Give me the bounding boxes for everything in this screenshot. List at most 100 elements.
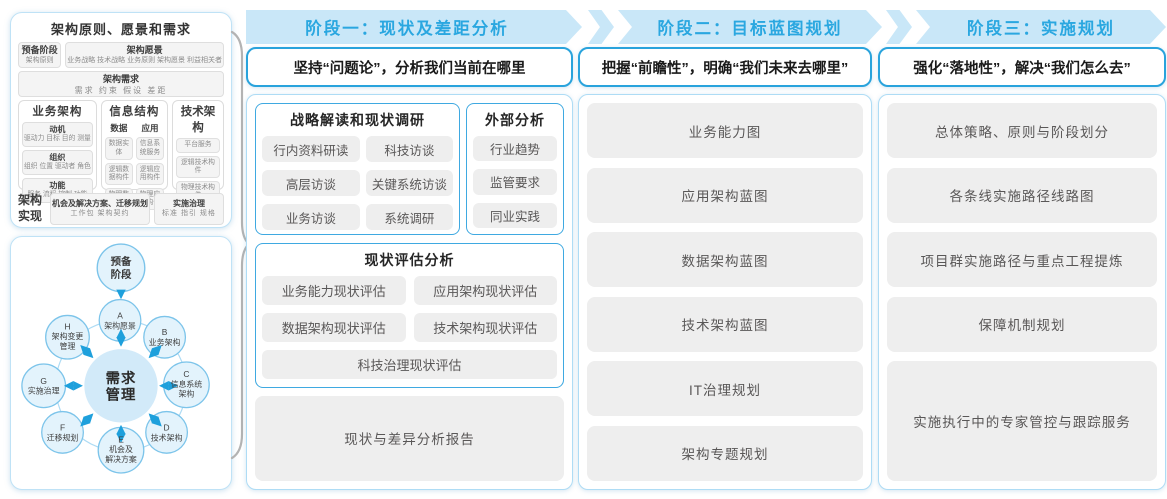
node-b-label: 业务架构 — [149, 337, 181, 347]
opportunity-migration-box: 机会及解决方案、迁移规划 工作包 架构契约 — [50, 193, 150, 225]
arch-requirement-box: 架构需求 需求 约束 假设 差距 — [18, 71, 224, 98]
phase2-slogan: 把握“前瞻性”，明确“我们未来去哪里” — [578, 47, 872, 87]
motivation-box: 动机 驱动力 目标 目的 测量 — [22, 122, 93, 148]
phase2-band: 阶段二：目标蓝图规划 — [618, 10, 882, 44]
implementation-governance-box: 实施治理 标准 指引 规格 — [154, 193, 224, 225]
node-e-label: 机会及 — [109, 444, 133, 454]
node-f-letter: F — [60, 422, 65, 432]
deliverable-chip: 架构专题规划 — [587, 425, 863, 481]
application-item: 逻辑应用构件 — [135, 162, 164, 185]
frame-title: 架构原则、愿景和需求 — [50, 22, 191, 37]
node-g-letter: G — [40, 376, 47, 386]
assessment-chip: 业务能力现状评估 — [262, 276, 406, 305]
gap-analysis-report-chip: 现状与差异分析报告 — [255, 395, 564, 481]
arch-requirement-sub: 需求 约束 假设 差距 — [74, 85, 168, 95]
arch-requirement-title: 架构需求 — [102, 74, 139, 85]
information-structure-section: 信息结构 数据 数据实体 逻辑数据构件 物理数据构件 应用 信息系统服务 逻辑应… — [100, 100, 168, 211]
center-node-label: 需求 — [106, 369, 137, 387]
chevron-separator-icon — [588, 10, 614, 44]
research-chip: 行内资料研读 — [262, 136, 360, 162]
technical-architecture-title: 技术架构 — [180, 106, 216, 135]
node-c-letter: C — [183, 369, 189, 379]
assessment-chip: 科技治理现状评估 — [262, 350, 557, 379]
arch-vision-title: 架构愿景 — [126, 45, 163, 55]
phase3-band-label: 阶段三：实施规划 — [967, 20, 1115, 38]
assessment-chip: 技术架构现状评估 — [413, 313, 557, 342]
center-node-label: 管理 — [106, 386, 137, 404]
motivation-sub: 驱动力 目标 目的 测量 — [24, 135, 91, 143]
node-d-letter: D — [164, 422, 170, 432]
node-h-label: 架构变更 — [52, 331, 84, 341]
node-b-letter: B — [162, 327, 168, 337]
technical-architecture-section: 技术架构 平台服务 逻辑技术构件 物理技术构件 — [172, 100, 224, 204]
deliverable-chip: 实施执行中的专家管控与跟踪服务 — [887, 361, 1157, 481]
arch-vision-sub: 业务战略 技术战略 业务原则 架构愿景 利益相关者 — [67, 57, 222, 65]
prep-phase-title: 预备阶段 — [21, 45, 58, 55]
node-h-letter: H — [64, 321, 70, 331]
external-chip: 同业实践 — [473, 202, 557, 228]
node-e-label: 解决方案 — [105, 454, 137, 464]
node-h-label: 管理 — [60, 341, 76, 351]
strategy-research-title: 战略解读和现状调研 — [290, 112, 425, 128]
assessment-chip: 应用架构现状评估 — [413, 276, 557, 305]
research-chip: 科技访谈 — [365, 136, 453, 162]
strategy-research-group: 战略解读和现状调研 行内资料研读 科技访谈 高层访谈 关键系统访谈 业务访谈 系… — [255, 103, 460, 235]
implementation-governance-title: 实施治理 — [173, 199, 205, 209]
motivation-title: 动机 — [49, 125, 66, 135]
adm-cycle-diagram: 预备 阶段 需求 管理 A 架构愿景 B 业务架构 C 信息系统 架构 D 技术… — [21, 243, 210, 474]
tech-item: 逻辑技术构件 — [176, 155, 220, 178]
prep-phase-sub: 架构原则 — [25, 57, 54, 65]
assessment-title: 现状评估分析 — [364, 252, 455, 268]
assessment-chip: 数据架构现状评估 — [262, 313, 406, 342]
business-architecture-title: 业务架构 — [32, 106, 83, 119]
node-e-letter: E — [118, 434, 124, 444]
assessment-group: 现状评估分析 业务能力现状评估 应用架构现状评估 数据架构现状评估 技术架构现状… — [255, 243, 564, 388]
external-analysis-title: 外部分析 — [485, 112, 545, 128]
external-chip: 行业趋势 — [473, 136, 557, 162]
research-chip: 系统调研 — [365, 204, 453, 230]
deliverable-chip: 业务能力图 — [587, 103, 863, 158]
phase1-slogan: 坚持“问题论”，分析我们当前在哪里 — [246, 47, 573, 87]
application-item: 信息系统服务 — [135, 137, 164, 160]
data-item: 逻辑数据构件 — [104, 162, 133, 185]
node-f — [41, 410, 84, 454]
prep-node-label: 预备 — [111, 255, 132, 268]
deliverable-chip: 各条线实施路径线路图 — [887, 167, 1157, 223]
data-column-title: 数据 — [110, 123, 128, 134]
phase2-content-panel: 业务能力图 应用架构蓝图 数据架构蓝图 技术架构蓝图 IT治理规划 架构专题规划 — [578, 94, 872, 490]
deliverable-chip: 应用架构蓝图 — [587, 167, 863, 223]
phase3-content-panel: 总体策略、原则与阶段划分 各条线实施路径线路图 项目群实施路径与重点工程提炼 保… — [878, 94, 1166, 490]
center-arrows — [63, 328, 179, 443]
deliverable-chip: 技术架构蓝图 — [587, 296, 863, 352]
external-chip: 监管要求 — [473, 169, 557, 195]
node-d-label: 技术架构 — [151, 432, 183, 442]
requirement-mgmt-node — [84, 349, 158, 423]
phase1-band: 阶段一：现状及差距分析 — [246, 10, 582, 44]
function-title: 功能 — [49, 181, 66, 190]
deliverable-chip: 项目群实施路径与重点工程提炼 — [887, 232, 1157, 287]
node-a-letter: A — [117, 310, 123, 320]
node-c-label: 信息系统 — [171, 379, 203, 389]
node-f-label: 迁移规划 — [47, 432, 79, 442]
phase1-content-panel: 战略解读和现状调研 行内资料研读 科技访谈 高层访谈 关键系统访谈 业务访谈 系… — [246, 94, 573, 490]
opportunity-migration-sub: 工作包 架构契约 — [70, 210, 130, 218]
arch-vision-box: 架构愿景 业务战略 技术战略 业务原则 架构愿景 利益相关者 — [65, 42, 224, 69]
research-chip: 关键系统访谈 — [365, 170, 453, 196]
phase2-band-label: 阶段二：目标蓝图规划 — [657, 20, 843, 38]
node-a-label: 架构愿景 — [104, 320, 136, 330]
application-column-title: 应用 — [141, 123, 159, 134]
phase3-slogan: 强化“落地性”，解决“我们怎么去” — [878, 47, 1166, 87]
external-analysis-group: 外部分析 行业趋势 监管要求 同业实践 — [466, 103, 564, 235]
research-chip: 高层访谈 — [262, 170, 360, 196]
deliverable-chip: 数据架构蓝图 — [587, 232, 863, 288]
chevron-separator-icon — [886, 10, 912, 44]
organization-sub: 组织 位置 驱动者 角色 — [24, 163, 91, 171]
deliverable-chip: 总体策略、原则与阶段划分 — [887, 103, 1157, 158]
deliverable-chip: 保障机制规划 — [887, 296, 1157, 352]
research-chip: 业务访谈 — [262, 204, 360, 230]
adm-cycle-panel: 预备 阶段 需求 管理 A 架构愿景 B 业务架构 C 信息系统 架构 D 技术… — [10, 236, 232, 490]
node-c-label: 架构 — [178, 389, 194, 399]
prep-phase-box: 预备阶段 架构原则 — [18, 42, 62, 69]
node-h — [45, 314, 90, 360]
